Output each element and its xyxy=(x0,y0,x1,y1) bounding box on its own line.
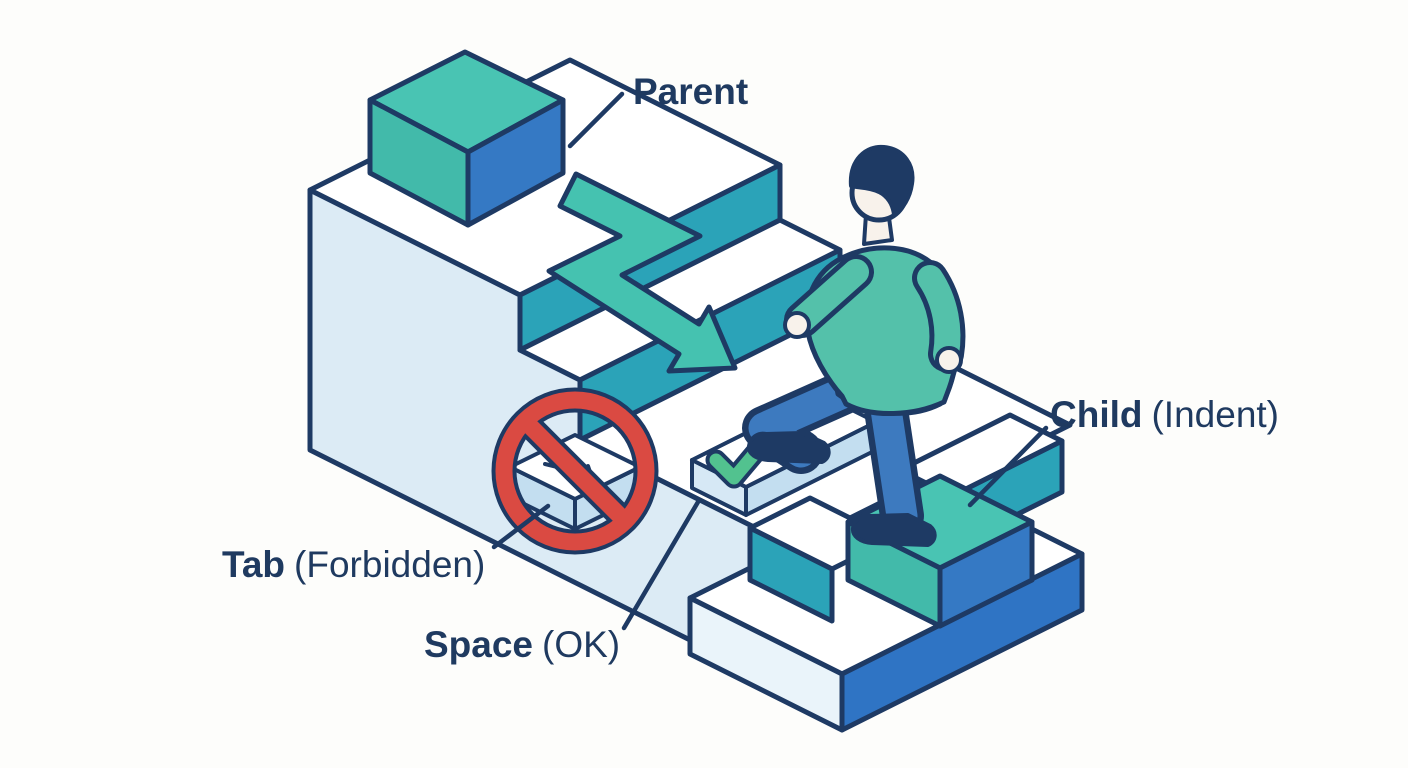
child-label: Child(Indent) xyxy=(1050,394,1279,435)
base-step-side-face xyxy=(747,525,835,624)
parent-block xyxy=(367,49,566,228)
parent-label: Parent xyxy=(633,71,748,112)
person-left-arm xyxy=(789,259,869,333)
parent-leader-line xyxy=(567,91,625,149)
person-hair xyxy=(848,144,915,217)
labels: Parent Child(Indent) Tab(Forbidden) Spac… xyxy=(222,71,1279,665)
person-front-shoe xyxy=(746,431,831,464)
no-entry-ring xyxy=(495,391,655,551)
no-entry-slash xyxy=(521,417,629,525)
tab-label: Tab(Forbidden) xyxy=(222,544,485,585)
person-rear-shoe xyxy=(850,513,937,547)
tab-leader-line xyxy=(491,503,551,550)
base-front-left-face xyxy=(687,595,845,733)
space-leader-line xyxy=(621,499,701,631)
leader-lines xyxy=(491,91,1049,631)
parent-block-right-face xyxy=(465,97,566,228)
person-figure xyxy=(742,144,966,547)
child-block-right-face xyxy=(937,519,1035,629)
space-label: Space(OK) xyxy=(424,624,620,665)
zigzag-down-arrow-icon xyxy=(546,171,738,374)
person-left-hand xyxy=(783,311,811,339)
child-leader-line xyxy=(967,425,1049,508)
person-right-hand xyxy=(935,346,963,374)
no-entry-icon xyxy=(491,387,659,555)
